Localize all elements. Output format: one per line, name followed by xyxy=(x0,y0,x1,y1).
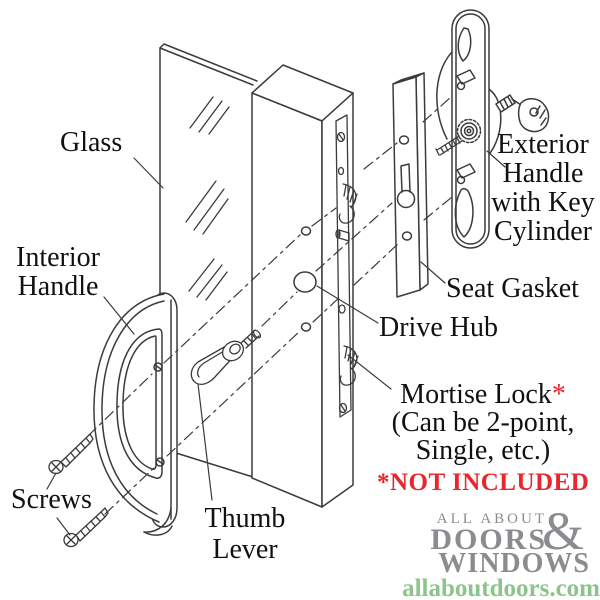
label-drive-hub: Drive Hub xyxy=(379,312,498,343)
glass-reflection-marks xyxy=(185,96,230,301)
logo-windows-wordmark: WINDOWS xyxy=(438,548,590,579)
logo-ampersand: & xyxy=(541,501,584,561)
logo-tagline: ALL ABOUT xyxy=(436,511,547,527)
all-about-doors-windows-logo: ALL ABOUT DOORS & WINDOWS allaboutdoors.… xyxy=(402,501,600,600)
label-thumb-lever-line1: Thumb xyxy=(204,503,286,534)
logo-doors-wordmark: DOORS xyxy=(430,523,547,556)
label-glass: Glass xyxy=(60,127,123,158)
gasket-keyhole xyxy=(396,189,416,209)
projection-lines xyxy=(87,96,453,515)
label-mortise-note-line1: (Can be 2-point, xyxy=(391,407,575,438)
label-exterior-handle-line4: Cylinder xyxy=(494,216,592,247)
label-mortise-lock: Mortise Lock* (Can be 2-point, Single, e… xyxy=(377,381,589,497)
label-thumb-lever-line2: Lever xyxy=(212,534,278,565)
label-not-included: *NOT INCLUDED xyxy=(377,469,590,496)
thumb-lever-drawing xyxy=(190,329,262,385)
handle-screw-hole-bottom xyxy=(155,457,165,467)
mortise-lock-text: Mortise Lock xyxy=(400,379,552,410)
handle-screw-hole-top xyxy=(153,362,163,372)
mortise-lock-drawing xyxy=(335,114,359,418)
top-mount-hole xyxy=(300,226,312,236)
label-mortise-note-line2: Single, etc.) xyxy=(415,435,551,466)
spindle-drawing xyxy=(435,135,463,156)
leader-lines xyxy=(46,150,506,536)
label-thumb-lever: Thumb Lever xyxy=(193,503,297,565)
website-link[interactable]: allaboutdoors.com xyxy=(402,575,600,600)
label-exterior-handle-line2: Handle xyxy=(502,158,584,189)
key-drawing xyxy=(511,98,550,133)
label-interior-handle-line1: Interior xyxy=(16,242,100,273)
drive-hub-hole xyxy=(293,271,317,293)
label-exterior-handle-line1: Exterior xyxy=(497,129,589,160)
label-screws: Screws xyxy=(11,484,92,515)
seat-gasket-drawing xyxy=(392,72,429,298)
label-mortise-lock-line1: Mortise Lock* xyxy=(377,381,589,409)
label-seat-gasket: Seat Gasket xyxy=(446,273,579,304)
interior-handle-drawing xyxy=(93,292,178,536)
exterior-handle-drawing xyxy=(435,9,550,249)
label-interior-handle-line2: Handle xyxy=(17,271,99,302)
label-interior-handle: Interior Handle xyxy=(6,243,110,301)
mortise-asterisk: * xyxy=(551,379,566,410)
bottom-mount-hole xyxy=(300,322,312,332)
label-exterior-handle-line3: with Key xyxy=(491,187,595,218)
label-exterior-handle: Exterior Handle with Key Cylinder xyxy=(486,130,600,246)
screws-drawing xyxy=(48,433,109,548)
